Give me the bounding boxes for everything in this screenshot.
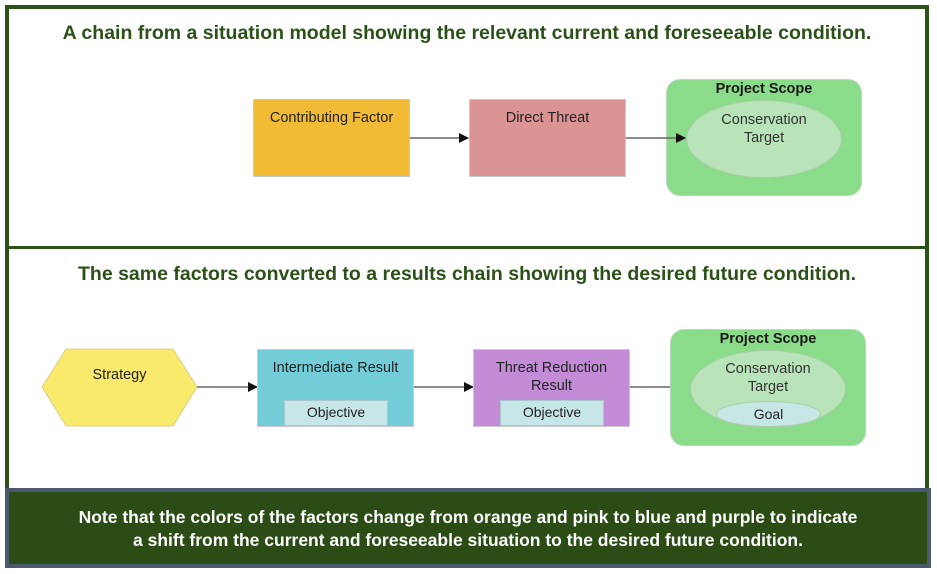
intermediate-result-box: Intermediate Result Objective bbox=[257, 349, 414, 427]
contributing-factor-label: Contributing Factor bbox=[269, 110, 394, 126]
conservation-target-label-line2: Target bbox=[743, 130, 785, 146]
threat-reduction-label-line2: Result bbox=[530, 378, 573, 394]
results-panel-title: The same factors converted to a results … bbox=[78, 263, 856, 285]
intermediate-objective: Objective bbox=[284, 400, 388, 426]
intermediate-result-label: Intermediate Result bbox=[272, 360, 399, 376]
direct-threat-box: Direct Threat bbox=[469, 99, 626, 177]
conservation-target-results-line2: Target bbox=[747, 379, 789, 395]
conservation-target-ellipse: Conservation Target bbox=[686, 100, 842, 178]
threat-reduction-label-line1: Threat Reduction bbox=[495, 360, 608, 376]
threat-reduction-objective: Objective bbox=[500, 400, 604, 426]
project-scope-label-results: Project Scope bbox=[719, 331, 817, 347]
project-scope-label: Project Scope bbox=[715, 81, 813, 97]
note-banner: Note that the colors of the factors chan… bbox=[5, 488, 931, 568]
direct-threat-label: Direct Threat bbox=[505, 110, 590, 126]
contributing-factor-box: Contributing Factor bbox=[253, 99, 410, 177]
project-scope-box: Project Scope Conservation Target bbox=[666, 79, 862, 196]
goal-label: Goal bbox=[753, 406, 784, 422]
note-line1: Note that the colors of the factors chan… bbox=[78, 507, 858, 527]
strategy-label: Strategy bbox=[92, 367, 147, 383]
threat-reduction-result-box: Threat Reduction Result Objective bbox=[473, 349, 630, 427]
note-line2: a shift from the current and foreseeable… bbox=[133, 530, 803, 550]
project-scope-box-results: Project Scope Conservation Target Goal bbox=[670, 329, 866, 446]
conservation-target-label-line1: Conservation bbox=[721, 112, 807, 128]
situation-panel-title: A chain from a situation model showing t… bbox=[62, 22, 872, 44]
goal-ellipse: Goal bbox=[716, 401, 821, 427]
conservation-target-results-line1: Conservation bbox=[725, 361, 811, 377]
